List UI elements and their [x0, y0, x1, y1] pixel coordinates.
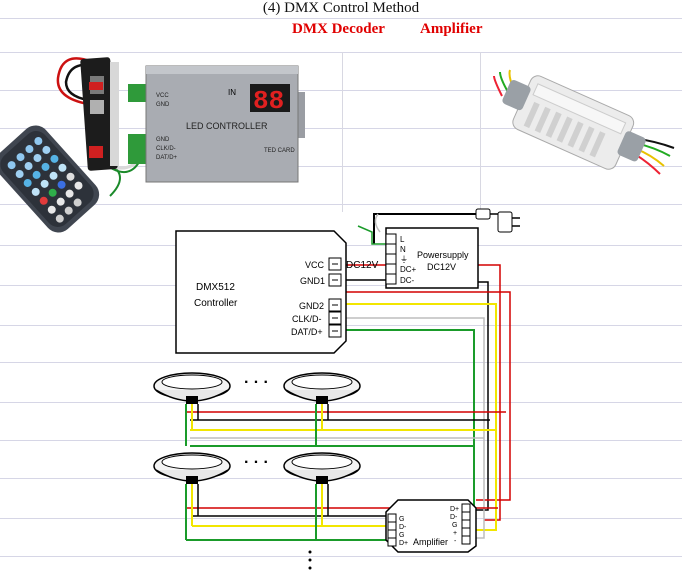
dmx512-controller: DMX512 Controller VCC GND1 GND2 CLK/D- D…	[175, 230, 379, 354]
amplifier-module-image	[493, 69, 675, 175]
ruled-line	[0, 204, 682, 205]
photo-term-gnd2: GND	[156, 137, 170, 143]
seven-segment-display: 88	[253, 86, 284, 116]
photo-term-clk: CLK/D-	[156, 146, 176, 152]
pool-lamp-icon	[283, 452, 361, 484]
power-supply: Powersupply DC12V L N ⏚ DC+ DC-	[385, 227, 479, 289]
photo-term-dat: DAT/D+	[156, 155, 178, 161]
controller-pin-gnd1: GND1	[300, 276, 325, 286]
amp-left-pin-g: G	[399, 516, 404, 523]
connector-block-image	[56, 57, 143, 173]
pool-lamp-icon	[153, 372, 231, 404]
ruled-line	[0, 52, 682, 53]
ruled-line	[0, 166, 682, 167]
remote-buttons-icon	[7, 137, 83, 223]
controller-name-line2: Controller	[194, 298, 238, 309]
ruled-line	[0, 362, 682, 363]
power-supply-name-line2: DC12V	[427, 262, 456, 272]
power-supply-name-line1: Powersupply	[417, 250, 469, 260]
device-card-label: TED CARD	[264, 148, 295, 154]
amp-left-pin-d-minus: D-	[399, 524, 407, 531]
amplifier-box: G D- G D+ Amplifier D+ D- G + -	[385, 499, 477, 553]
ruled-line	[0, 128, 682, 129]
photo-term-gnd: GND	[156, 102, 170, 108]
mains-plug-icon	[475, 208, 520, 233]
column-divider	[480, 52, 481, 212]
page-title: (4) DMX Control Method	[262, 0, 420, 16]
controller-pin-dat: DAT/D+	[291, 327, 323, 337]
lamp-row-1: · · ·	[153, 372, 361, 404]
ruled-line	[0, 518, 682, 519]
controller-pin-clk: CLK/D-	[292, 314, 322, 324]
decoder-caption: DMX Decoder	[292, 21, 385, 37]
amp-right-pin-d-minus: D-	[450, 514, 458, 521]
amplifier-caption: Amplifier	[420, 21, 483, 37]
ruled-line	[0, 556, 682, 557]
device-title: LED CONTROLLER	[186, 121, 268, 131]
amp-right-pin-plus: +	[453, 530, 457, 537]
amp-left-pin-g2: G	[399, 532, 404, 539]
ps-pin-dc-plus: DC+	[400, 265, 417, 274]
photo-term-vcc: VCC	[156, 93, 169, 99]
ruled-line	[0, 440, 682, 441]
in-label: IN	[228, 88, 236, 97]
amp-right-pin-minus: -	[454, 538, 457, 545]
ps-pin-n: N	[400, 245, 406, 254]
ps-pin-l: L	[400, 235, 405, 244]
pool-lamp-icon	[283, 372, 361, 404]
more-lamps-ellipsis: · · ·	[244, 454, 269, 471]
ps-pin-dc-minus: DC-	[400, 276, 415, 285]
column-divider	[342, 52, 343, 212]
amp-left-pin-d-plus: D+	[399, 540, 408, 547]
more-lamps-ellipsis: · · ·	[244, 374, 269, 391]
ruled-line	[0, 18, 682, 19]
ruled-line	[0, 90, 682, 91]
dc12v-label: DC12V	[346, 260, 379, 271]
amp-right-pin-g: G	[452, 522, 457, 529]
amplifier-name: Amplifier	[413, 537, 448, 547]
controller-name-line1: DMX512	[196, 282, 235, 293]
pool-lamp-icon	[153, 452, 231, 484]
ruled-line	[0, 402, 682, 403]
wires	[185, 213, 511, 547]
led-controller-image: 88 IN LED CONTROLLER TED CARD VCC GND GN…	[128, 65, 305, 183]
continuation-dots	[308, 550, 312, 570]
remote-control-image	[0, 125, 121, 233]
lamp-row-2: · · ·	[153, 452, 361, 484]
controller-pin-vcc: VCC	[305, 260, 325, 270]
ps-pin-ground: ⏚	[400, 255, 408, 264]
controller-pin-gnd2: GND2	[299, 301, 324, 311]
amp-right-pin-d-plus: D+	[450, 506, 459, 513]
